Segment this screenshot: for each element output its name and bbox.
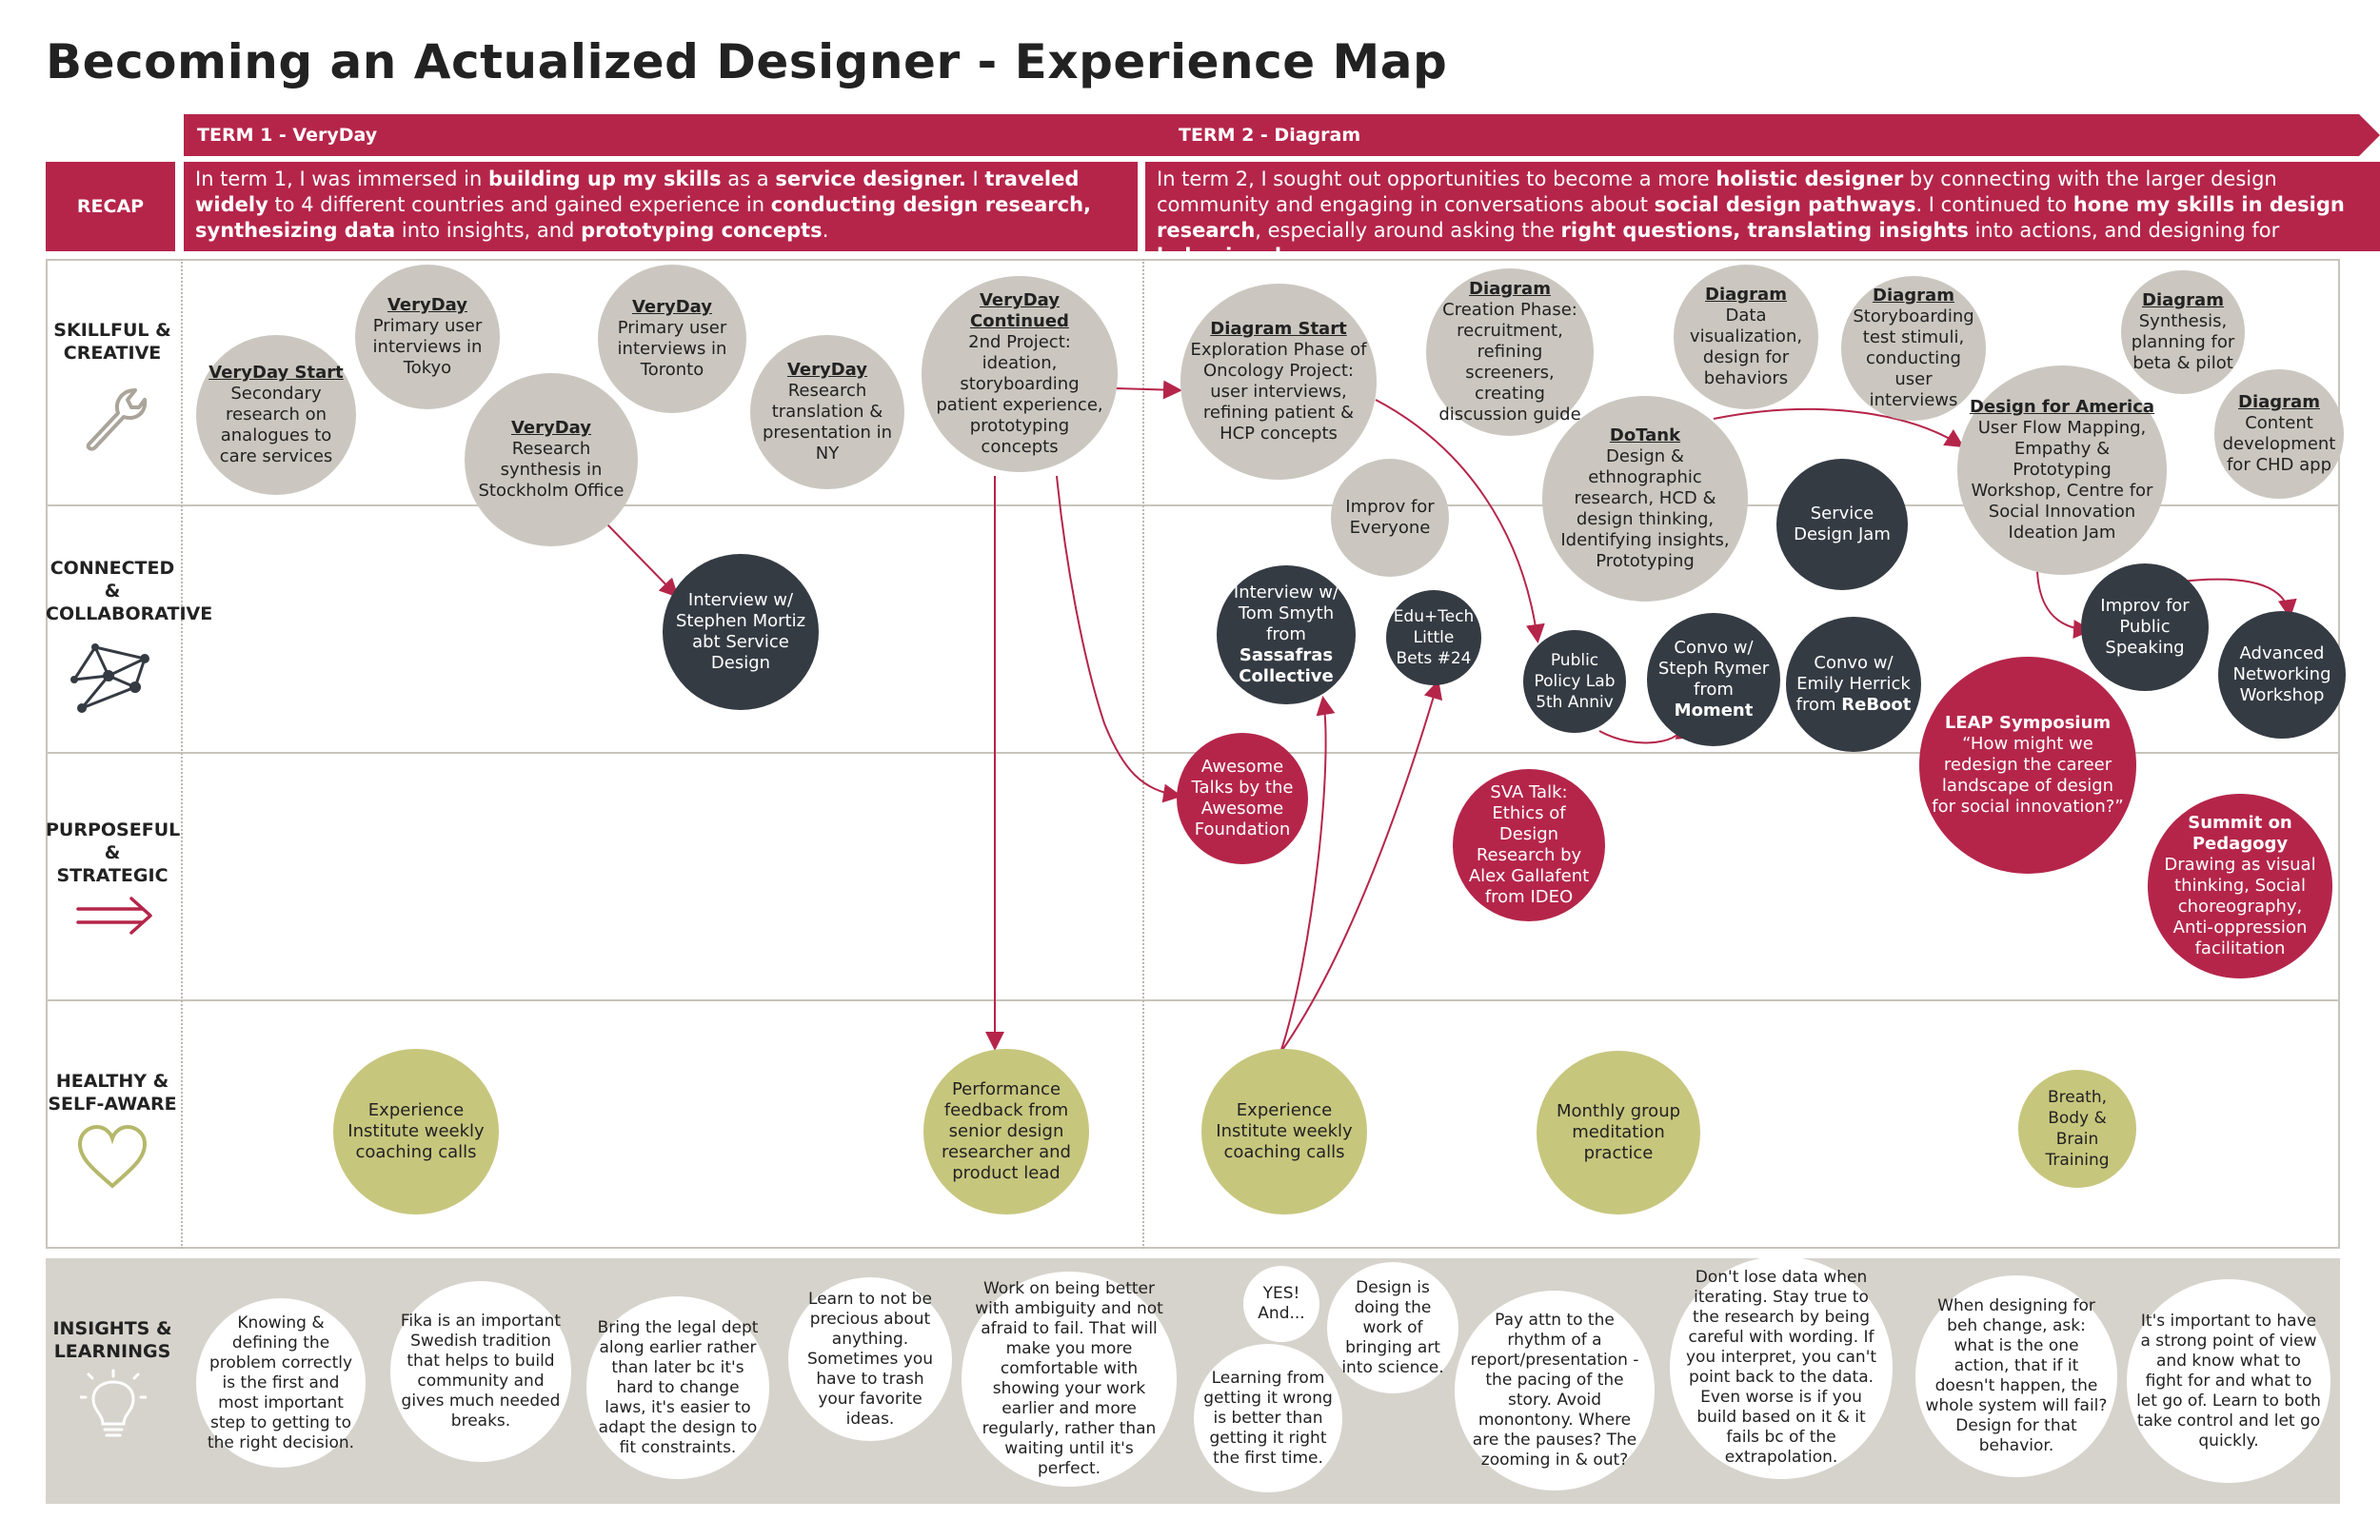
insight-yes-and: YES! And...	[1243, 1266, 1319, 1342]
insight-learning-wrong: Learning from getting it wrong is better…	[1194, 1344, 1342, 1492]
term-1-header: TERM 1 - VeryDay	[184, 114, 1164, 156]
row-label-healthy: HEALTHY &SELF-AWARE	[48, 1071, 177, 1115]
bubble-breath-body-brain: Breath, Body & Brain Training	[2018, 1070, 2136, 1188]
recap-emphasis: behavior change	[1157, 245, 1344, 251]
bubble-interview-mortiz: Interview w/ Stephen Mortiz abt Service …	[663, 554, 819, 710]
row-label-insights: INSIGHTS &LEARNINGS	[52, 1318, 172, 1362]
page-title: Becoming an Actualized Designer - Experi…	[46, 34, 1448, 89]
insight-knowing: Knowing & defining the problem correctly…	[196, 1298, 366, 1468]
insight-design-work: Design is doing the work of bringing art…	[1327, 1262, 1458, 1393]
bubble-edutech: Edu+Tech Little Bets #24	[1386, 590, 1481, 685]
insight-fika: Fika is an important Swedish tradition t…	[390, 1281, 571, 1462]
row-divider	[46, 999, 2340, 1001]
row-divider	[46, 752, 2340, 754]
bubble-performance-feedback: Performance feedback from senior design …	[923, 1049, 1089, 1214]
bubble-awesome-talks: Awesome Talks by the Awesome Foundation	[1177, 733, 1308, 864]
heart-icon	[77, 1124, 148, 1189]
label-column-divider	[181, 259, 183, 1249]
recap-text: , especially around asking the	[1255, 219, 1561, 242]
recap-text: .	[1344, 245, 1351, 251]
bubble-sva-talk: SVA Talk:Ethics of Design Research by Al…	[1453, 769, 1605, 921]
recap-emphasis: building up my skills	[487, 168, 722, 190]
lightbulb-icon	[80, 1369, 147, 1437]
bubble-exp-institute-2: Experience Institute weekly coaching cal…	[1201, 1049, 1367, 1214]
recap-emphasis: social design pathways	[1654, 193, 1916, 216]
bubble-exp-institute-1: Experience Institute weekly coaching cal…	[333, 1049, 499, 1214]
bubble-convo-emily: Convo w/ Emily Herrick from ReBoot	[1786, 617, 1921, 752]
insight-behavior: When designing for beh change, ask: what…	[1915, 1275, 2117, 1477]
network-icon	[70, 643, 149, 713]
insight-data: Don't lose data when iterating. Stay tru…	[1670, 1256, 1893, 1479]
bubble-leap-symposium: LEAP Symposium“How might we redesign the…	[1919, 657, 2136, 874]
recap-emphasis: prototyping concepts	[581, 219, 823, 242]
recap-label: RECAP	[46, 162, 175, 251]
recap-emphasis: traveled widely	[195, 168, 1080, 216]
bubble-public-policy: Public Policy Lab 5th Anniv	[1523, 630, 1626, 733]
recap-text: In term 1, I was immersed in	[195, 168, 488, 190]
bubble-service-jam: Service Design Jam	[1776, 459, 1908, 590]
recap-term-2: In term 2, I sought out opportunities to…	[1145, 162, 2380, 251]
recap-text: into actions, and designing for	[1968, 219, 2280, 242]
insight-rhythm: Pay attn to the rhythm of a report/prese…	[1455, 1291, 1655, 1491]
row-label-connected: CONNECTED&COLLABORATIVE	[46, 558, 213, 624]
insight-precious: Learn to not be precious about anything.…	[788, 1277, 952, 1441]
recap-text: I	[965, 168, 985, 190]
bubble-meditation: Monthly group meditation practice	[1537, 1051, 1700, 1214]
recap-text: . I continued to	[1915, 193, 2073, 216]
recap-emphasis: conducting design research, synthesizing…	[195, 193, 1092, 242]
wrench-icon	[86, 388, 148, 451]
recap-emphasis: holistic designer	[1716, 168, 1904, 190]
bubble-improv-everyone: Improv for Everyone	[1331, 459, 1449, 577]
bubble-advanced-networking: Advanced Networking Workshop	[2218, 611, 2346, 739]
row-label-skillful: SKILLFUL &CREATIVE	[53, 320, 171, 364]
insight-ambiguity: Work on being better with ambiguity and …	[962, 1272, 1177, 1487]
insight-legal: Bring the legal dept along earlier rathe…	[586, 1296, 769, 1479]
term-divider	[1142, 259, 1144, 1249]
bubble-interview-tom: Interview w/ Tom Smyth from Sassafras Co…	[1217, 565, 1356, 704]
term-2-header: TERM 2 - Diagram	[1142, 114, 2380, 156]
insight-point-of-view: It's important to have a strong point of…	[2127, 1279, 2330, 1483]
recap-text: into insights, and	[395, 219, 582, 242]
recap-text: by connecting with the larger design com…	[1157, 168, 2277, 216]
bubble-convo-steph: Convo w/ Steph Rymer from Moment	[1647, 613, 1780, 746]
recap-emphasis: right questions, translating insights	[1560, 219, 1969, 242]
recap-emphasis: hone my skills in design research	[1157, 193, 2345, 242]
recap-text: In term 2, I sought out opportunities to…	[1157, 168, 1716, 190]
recap-text: as a	[721, 168, 776, 190]
recap-text: to 4 different countries and gained expe…	[268, 193, 771, 216]
recap-text: .	[822, 219, 829, 242]
double-arrow-icon	[76, 897, 152, 935]
row-label-purposeful: PURPOSEFUL&STRATEGIC	[46, 819, 181, 886]
recap-emphasis: service designer.	[775, 168, 966, 190]
row-divider	[46, 504, 2340, 506]
map-grid	[46, 259, 2340, 1249]
recap-term-1: In term 1, I was immersed in building up…	[184, 162, 1138, 251]
bubble-improv-public: Improv for Public Speaking	[2081, 563, 2209, 691]
